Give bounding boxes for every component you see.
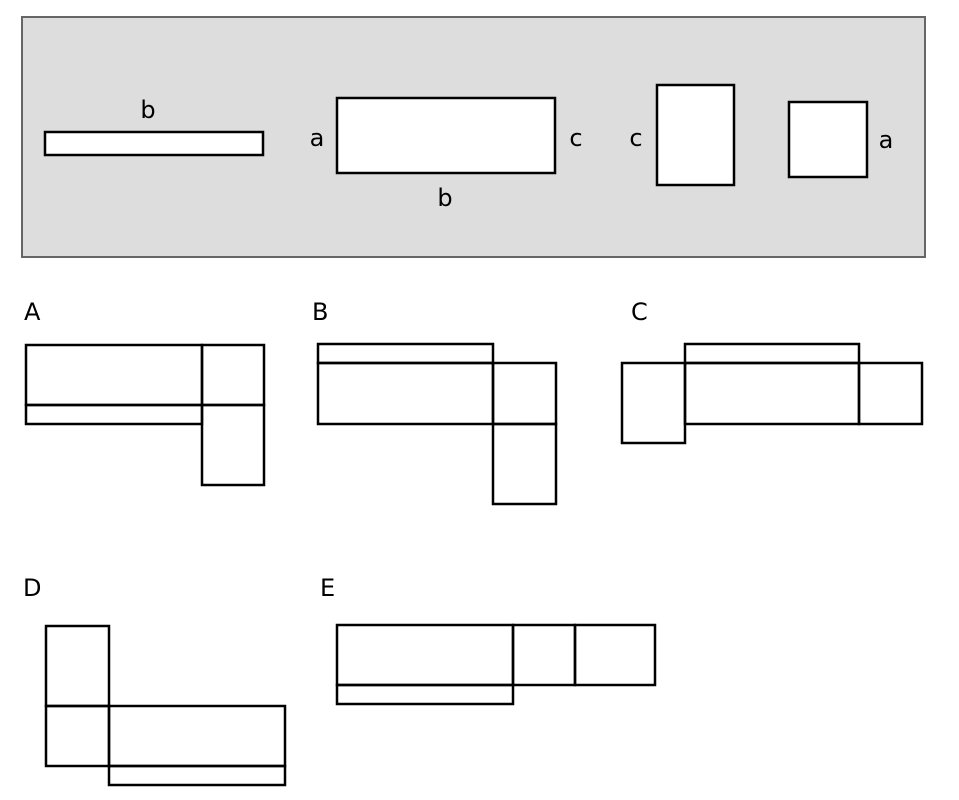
option-b-face-wide <box>316 361 495 426</box>
option-b-face-upper <box>491 361 558 426</box>
piece-3-left-label: c <box>629 124 642 152</box>
option-c-face-square <box>857 361 924 426</box>
piece-1: b <box>43 96 265 157</box>
option-a-face-strip <box>24 403 204 426</box>
option-c-net <box>620 342 924 445</box>
option-a-letter: A <box>24 298 41 326</box>
option-d-face-tall <box>44 624 111 708</box>
option-c-face-wide <box>683 361 861 426</box>
option-d-face-strip <box>107 764 287 787</box>
option-b-net <box>316 342 558 506</box>
option-a[interactable]: A <box>24 298 266 487</box>
option-b-letter: B <box>312 298 328 326</box>
piece-2-face <box>335 96 557 175</box>
option-d-letter: D <box>23 574 41 602</box>
option-d-face-wide <box>107 704 287 768</box>
option-d[interactable]: D <box>23 574 287 787</box>
option-a-face-lower <box>200 403 266 487</box>
piece-1-edge-label: b <box>140 96 155 124</box>
option-a-net <box>24 343 266 487</box>
piece-2: a c b <box>310 96 583 212</box>
option-e[interactable]: E <box>320 574 657 706</box>
pieces-panel: b a c b c a <box>21 16 926 258</box>
option-a-face-upper <box>200 343 266 407</box>
option-c-letter: C <box>631 298 648 326</box>
piece-1-face <box>43 130 265 157</box>
option-e-face-end <box>573 623 657 687</box>
option-c-face-tall <box>620 361 687 445</box>
option-d-net <box>44 624 287 787</box>
option-c-face-strip <box>683 342 861 365</box>
piece-2-left-label: a <box>310 124 325 152</box>
piece-4-face <box>787 100 869 179</box>
option-b[interactable]: B <box>312 298 558 506</box>
option-b-face-strip <box>316 342 495 365</box>
piece-3: c <box>629 83 736 187</box>
option-d-face-square <box>44 704 111 768</box>
option-e-face-square <box>511 623 577 687</box>
option-e-face-strip <box>335 683 515 706</box>
option-a-face-wide <box>24 343 204 407</box>
option-e-net <box>335 623 657 706</box>
option-e-face-wide <box>335 623 515 687</box>
piece-2-right-label: c <box>569 124 582 152</box>
piece-4: a <box>787 100 894 179</box>
option-c[interactable]: C <box>620 298 924 445</box>
piece-4-right-label: a <box>879 126 894 154</box>
option-e-letter: E <box>320 574 335 602</box>
option-b-face-lower <box>491 422 558 506</box>
piece-3-face <box>655 83 736 187</box>
piece-2-bottom-label: b <box>437 184 452 212</box>
